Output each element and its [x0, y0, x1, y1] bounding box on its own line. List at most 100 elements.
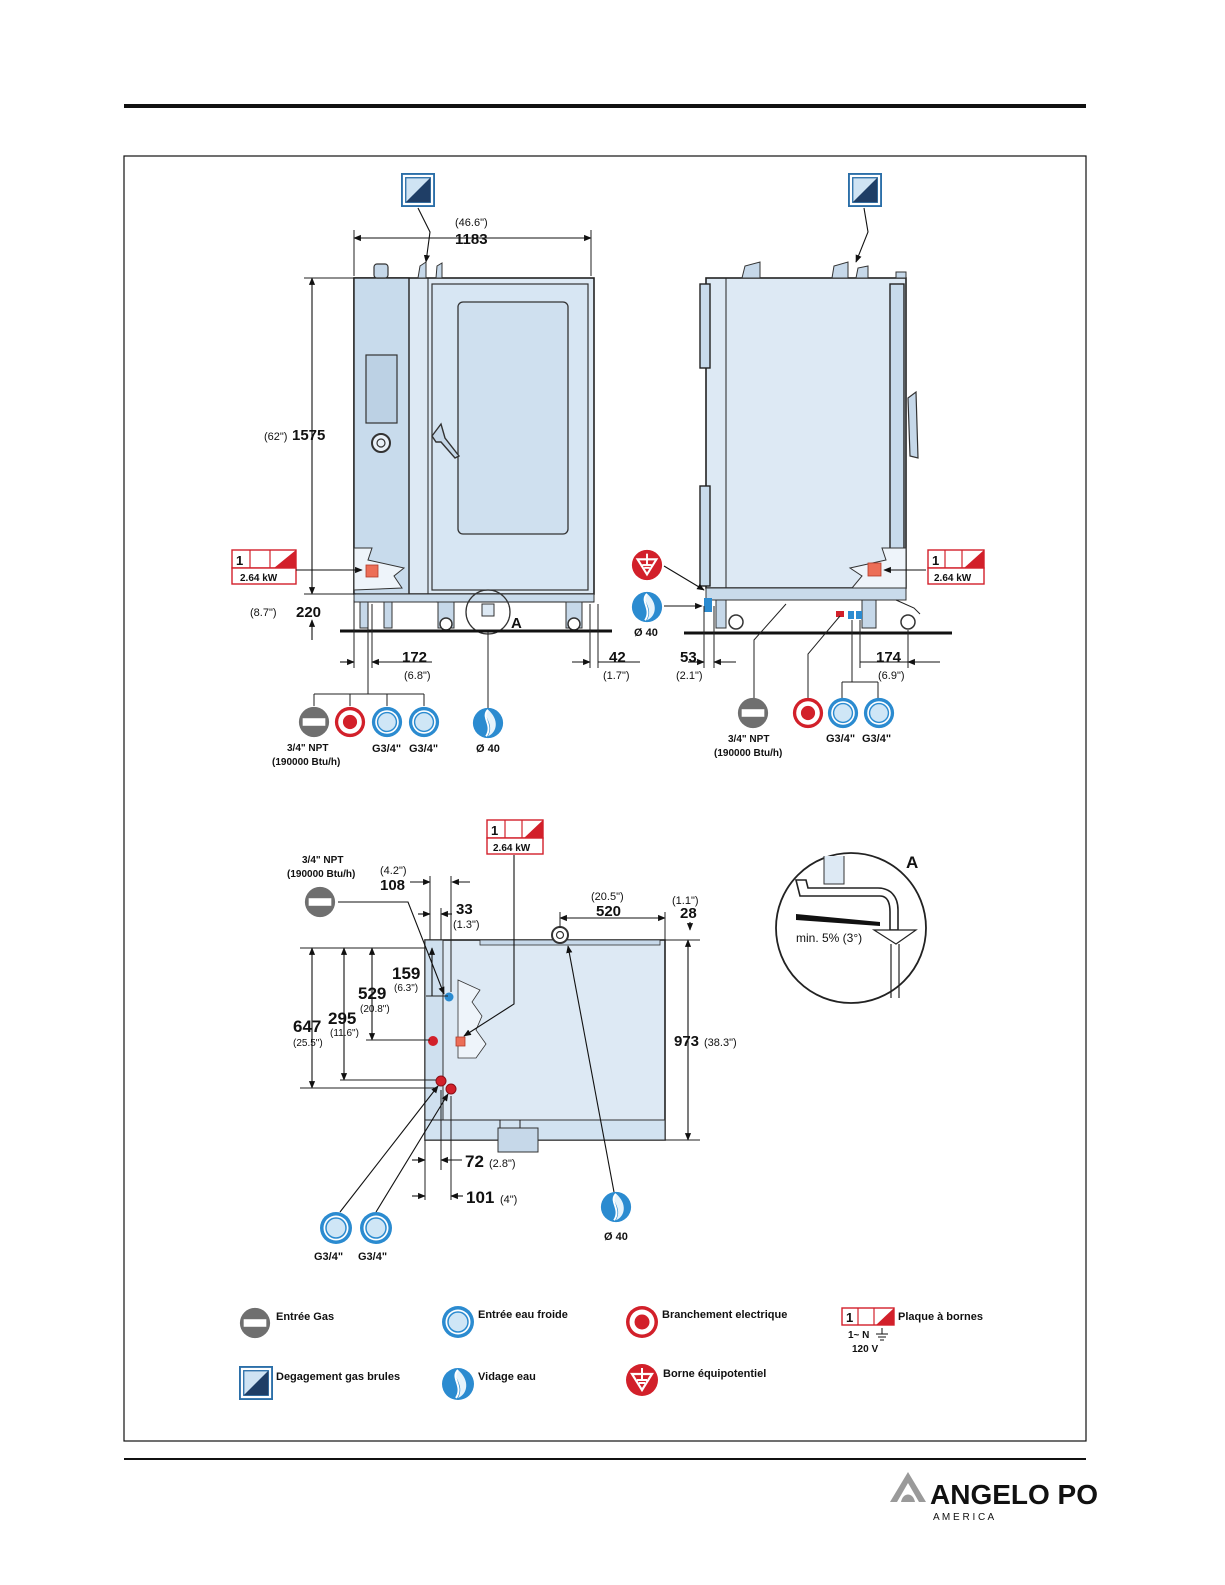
front-height-mm: 1575	[292, 427, 325, 444]
side-water-icon-1	[827, 697, 859, 729]
legend-flue-icon	[239, 1366, 273, 1400]
legend-terminal-num: 1	[846, 1310, 853, 1325]
legend-cold-water: Entrée eau froide	[478, 1309, 568, 1321]
top-28-in: (1.1")	[672, 895, 699, 907]
front-water-icon-1	[371, 706, 403, 738]
front-width-mm: 1183	[455, 231, 488, 248]
top-101-in: (4")	[500, 1194, 517, 1206]
legend-gas: Entrée Gas	[276, 1311, 334, 1323]
top-647-in: (25.5")	[293, 1038, 323, 1049]
front-water-2: G3/4"	[409, 743, 438, 755]
top-view: 3/4" NPT (190000 Btu/h) 1 2.64 kW (4.2")…	[287, 819, 737, 1263]
front-drain-icon	[471, 706, 505, 740]
front-gas-btu: (190000 Btu/h)	[272, 757, 340, 768]
top-water-2: G3/4"	[358, 1251, 387, 1263]
side-water-2: G3/4"	[862, 733, 891, 745]
brand-name: ANGELO PO	[930, 1479, 1098, 1510]
front-view: (46.6") 1183 A	[231, 173, 640, 768]
side-view: 1 2.64 kW Ø 40 53 (2.1") 174 (6.9") 3/4"…	[630, 173, 985, 759]
top-terminal-kw: 2.64 kW	[493, 843, 531, 854]
legend-equipotential-icon	[624, 1362, 660, 1398]
top-647-mm: 647	[293, 1017, 321, 1036]
legend-terminal: Plaque à bornes	[898, 1311, 983, 1323]
legend-terminal-voltage: 120 V	[852, 1344, 878, 1355]
legend-equipotential: Borne équipotentiel	[663, 1368, 766, 1380]
footer-rule	[124, 1458, 1086, 1460]
top-33-mm: 33	[456, 901, 473, 918]
legend-terminal-icon: 1	[841, 1307, 895, 1326]
front-width-in: (46.6")	[455, 217, 488, 229]
brand-sub: A M E R I C A	[933, 1512, 994, 1523]
legend-electric: Branchement electrique	[662, 1309, 787, 1321]
front-base-in: (8.7")	[250, 607, 277, 619]
side-right-mm: 174	[876, 649, 902, 666]
top-72-in: (2.8")	[489, 1158, 516, 1170]
top-water-icon-2	[359, 1211, 393, 1245]
side-terminal-num: 1	[932, 553, 939, 568]
side-flue-icon	[848, 173, 882, 207]
front-left-mm: 172	[402, 649, 427, 666]
side-terminal-label: 1 2.64 kW	[927, 549, 985, 585]
front-height-in: (62")	[264, 431, 287, 443]
side-water-icon-2	[863, 697, 895, 729]
top-72-mm: 72	[465, 1152, 484, 1171]
top-terminal-num: 1	[491, 823, 498, 838]
side-gas-btu: (190000 Btu/h)	[714, 748, 782, 759]
brand-logo: ANGELO PO A M E R I C A	[890, 1472, 1098, 1523]
flue-icon	[401, 173, 435, 207]
top-529-in: (20.8")	[360, 1004, 390, 1015]
top-33-in: (1.3")	[453, 919, 480, 931]
legend-flue: Degagement gas brules	[276, 1371, 400, 1383]
front-water-1: G3/4"	[372, 743, 401, 755]
front-left-in: (6.8")	[404, 670, 431, 682]
top-gas-icon	[304, 886, 336, 918]
top-terminal-label: 1 2.64 kW	[486, 819, 544, 855]
side-gas-icon	[737, 697, 769, 729]
top-529-mm: 529	[358, 984, 386, 1003]
top-295-in: (11.6")	[330, 1028, 359, 1039]
legend: Entrée Gas Entrée eau froide Branchement…	[239, 1305, 983, 1401]
top-295-mm: 295	[328, 1009, 356, 1028]
front-base-mm: 220	[296, 604, 321, 621]
side-left-mm: 53	[680, 649, 697, 666]
header-rule	[124, 104, 1086, 108]
front-terminal-num: 1	[236, 553, 243, 568]
front-electric-icon	[334, 706, 366, 738]
frame	[123, 155, 1087, 1442]
side-electric-icon	[792, 697, 824, 729]
top-drain-icon	[599, 1190, 633, 1224]
top-gas-btu: (190000 Btu/h)	[287, 869, 355, 880]
detail-a: A min. 5% (3°)	[775, 852, 927, 1004]
top-108-in: (4.2")	[380, 865, 407, 877]
legend-gas-icon	[239, 1307, 271, 1339]
legend-drain-icon	[441, 1367, 475, 1401]
ground-icon	[876, 1328, 888, 1341]
top-973-mm: 973	[674, 1033, 699, 1050]
front-detail-ref: A	[511, 615, 522, 632]
top-water-1: G3/4"	[314, 1251, 343, 1263]
top-973-in: (38.3")	[704, 1037, 737, 1049]
top-159-mm: 159	[392, 964, 420, 983]
front-gas-icon	[298, 706, 330, 738]
top-520-in: (20.5")	[591, 891, 624, 903]
side-gas-label: 3/4" NPT	[728, 734, 769, 745]
top-gas-label: 3/4" NPT	[302, 855, 343, 866]
front-drain-label: Ø 40	[476, 743, 500, 755]
top-water-icon-1	[319, 1211, 353, 1245]
top-108-mm: 108	[380, 877, 405, 894]
front-gas-label: 3/4" NPT	[287, 743, 328, 754]
top-101-mm: 101	[466, 1188, 494, 1207]
legend-water-icon	[441, 1305, 475, 1339]
side-terminal-kw: 2.64 kW	[934, 573, 972, 584]
legend-electric-icon	[626, 1306, 658, 1338]
detail-a-slope: min. 5% (3°)	[796, 931, 862, 945]
side-left-in: (2.1")	[676, 670, 703, 682]
front-right-mm: 42	[609, 649, 626, 666]
side-drain-label: Ø 40	[634, 627, 658, 639]
top-drain-label: Ø 40	[604, 1231, 628, 1243]
front-right-in: (1.7")	[603, 670, 630, 682]
side-right-in: (6.9")	[878, 670, 905, 682]
legend-terminal-phase: 1~ N	[848, 1330, 869, 1341]
front-terminal-kw: 2.64 kW	[240, 573, 278, 584]
side-equipotential-icon	[630, 548, 664, 582]
